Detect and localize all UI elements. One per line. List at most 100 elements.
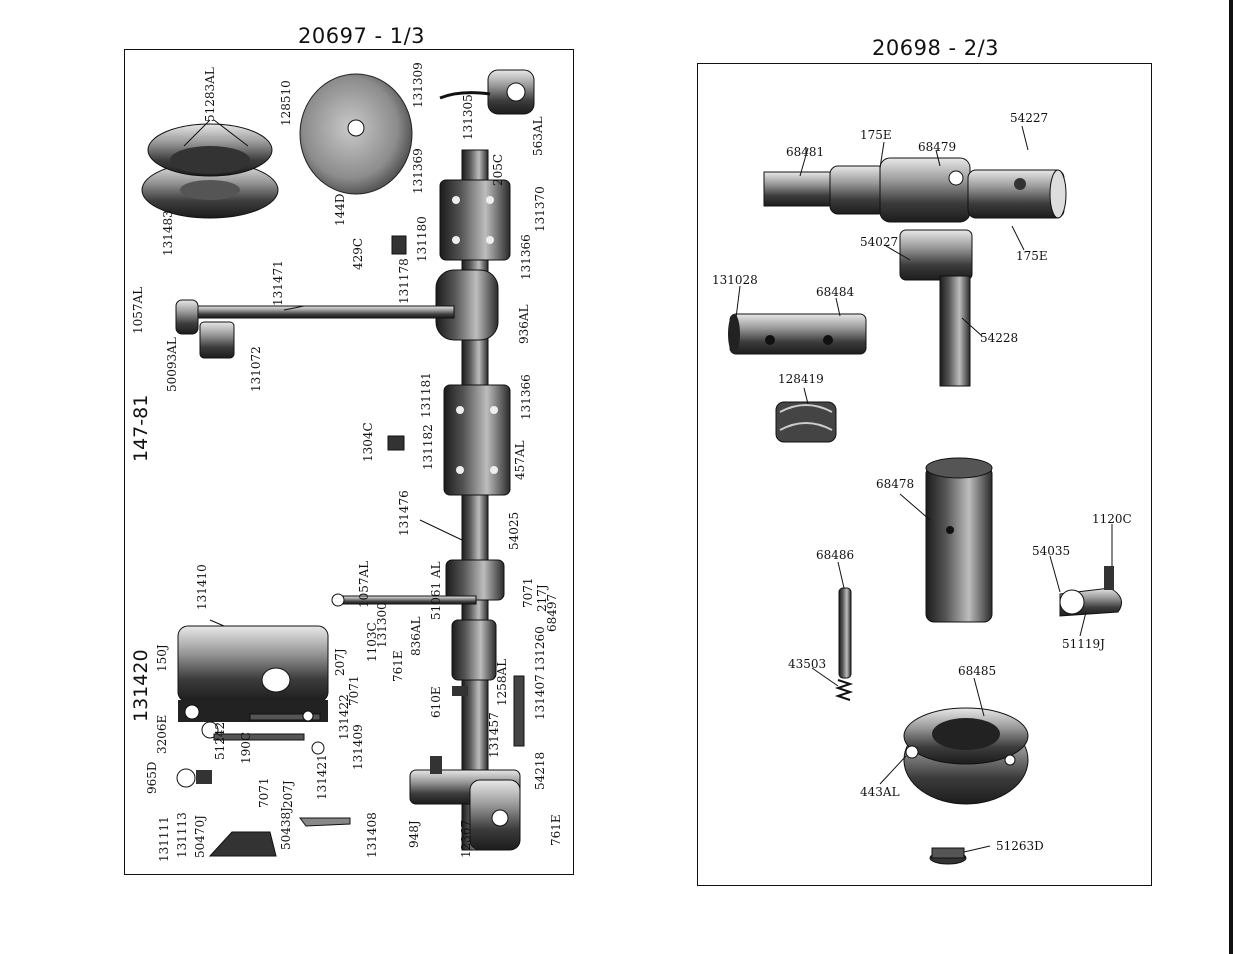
right-plate-title: 20698 - 2/3 (872, 36, 1000, 60)
part-label: 131410 (195, 564, 209, 610)
page-edge-bar (1229, 0, 1233, 954)
part-label: 7071 (257, 777, 271, 808)
part-label: 131366 (519, 234, 533, 280)
bracket-part (439, 69, 535, 115)
part-label: 12367 (459, 819, 473, 858)
small-parts-group (176, 704, 351, 857)
part-label: 965D (145, 761, 159, 794)
sheet-code: 147-81 (130, 394, 152, 462)
part-label: 68478 (876, 477, 915, 491)
part-label: 51263D (996, 839, 1044, 853)
part-label: 50438J (279, 807, 293, 850)
part-label: 68497 (545, 593, 559, 632)
part-label: 131407 (533, 674, 547, 720)
bushing-part (925, 457, 993, 623)
part-label: 131028 (712, 273, 758, 287)
part-label: 68484 (816, 285, 855, 299)
part-label: 144D (333, 193, 347, 226)
part-label: 936AL (517, 304, 531, 344)
part-label: 457AL (513, 440, 527, 480)
part-label: 68485 (958, 664, 997, 678)
part-label: 131422 (337, 694, 351, 740)
part-label: 761E (391, 650, 405, 682)
part-label: 131182 (421, 424, 435, 470)
part-label: 761E (549, 814, 563, 846)
part-label: 51242 (213, 721, 227, 760)
left-plate-title: 20697 - 1/3 (298, 24, 426, 48)
part-label: 51283AL (203, 67, 217, 122)
felt-wick-part (775, 401, 837, 443)
part-label: 131181 (419, 372, 433, 418)
part-label: 131409 (351, 724, 365, 770)
part-label: 68486 (816, 548, 855, 562)
part-label: 128419 (778, 372, 824, 386)
part-label: 131111 (157, 816, 171, 862)
lower-rod-part (331, 593, 477, 607)
part-label: 1258AL (495, 658, 509, 706)
part-label: 50093AL (165, 337, 179, 392)
part-label: 54035 (1032, 544, 1071, 558)
part-label: 51061 AL (429, 561, 443, 620)
bottom-bracket-part (409, 756, 521, 851)
part-label: 175E (860, 128, 892, 142)
part-label: 190C (239, 731, 253, 764)
leader-lines (183, 119, 1113, 853)
part-label: 207J (333, 648, 347, 676)
connecting-rod-part (175, 299, 455, 359)
part-label: 131369 (411, 148, 425, 194)
part-label: 1057AL (357, 560, 371, 608)
part-label: 128510 (279, 80, 293, 126)
rod-part (513, 675, 525, 747)
part-label: 1103C (365, 622, 379, 662)
part-label: 175E (1016, 249, 1048, 263)
part-label: 443AL (860, 785, 900, 799)
disc-part (299, 73, 413, 195)
main-shaft-assembly (435, 149, 511, 851)
collar-part (903, 707, 1029, 805)
part-label: 1304C (361, 422, 375, 462)
part-label: 836AL (409, 616, 423, 656)
part-label: 131178 (397, 258, 411, 304)
pulley-part (141, 123, 279, 219)
screw-part (452, 686, 468, 696)
part-label: 131408 (365, 812, 379, 858)
part-label: 51119J (1062, 637, 1105, 651)
part-label: 68481 (786, 145, 825, 159)
eccentric-part (1059, 566, 1123, 617)
part-label: 54025 (507, 511, 521, 550)
part-label: 948J (407, 820, 421, 848)
part-label: 50470J (193, 815, 207, 858)
part-label: 131309 (411, 62, 425, 108)
part-label: 131483 (161, 210, 175, 256)
part-label: 131180 (415, 216, 429, 262)
part-label: 429C (351, 237, 365, 270)
part-label: 131072 (249, 346, 263, 392)
part-label: 54228 (980, 331, 1019, 345)
part-label: 54227 (1010, 111, 1049, 125)
part-label: 1057AL (131, 286, 145, 334)
assembly-number: 131420 (130, 649, 152, 722)
part-label: 43503 (788, 657, 827, 671)
sleeve-part (728, 313, 867, 355)
pin-part (834, 587, 854, 701)
part-label: 150J (155, 644, 169, 672)
part-label: 131305 (461, 94, 475, 140)
rocker-shaft-assembly (763, 157, 1067, 387)
part-label: 131476 (397, 490, 411, 536)
cover-plate-part (177, 625, 329, 722)
pin-part (387, 435, 405, 451)
part-label: 7071 (521, 577, 535, 608)
part-label: 131421 (315, 754, 329, 800)
part-label: 205C (491, 153, 505, 186)
part-label: 1120C (1092, 512, 1132, 526)
part-label: 54027 (860, 235, 899, 249)
part-label: 131457 (487, 712, 501, 758)
part-label: 131370 (533, 186, 547, 232)
part-label: 3206E (155, 714, 169, 754)
part-label: 131471 (271, 260, 285, 306)
part-label: 563AL (531, 116, 545, 156)
part-label: 131260 (533, 626, 547, 672)
part-label: 131113 (175, 812, 189, 858)
part-label: 610E (429, 686, 443, 718)
